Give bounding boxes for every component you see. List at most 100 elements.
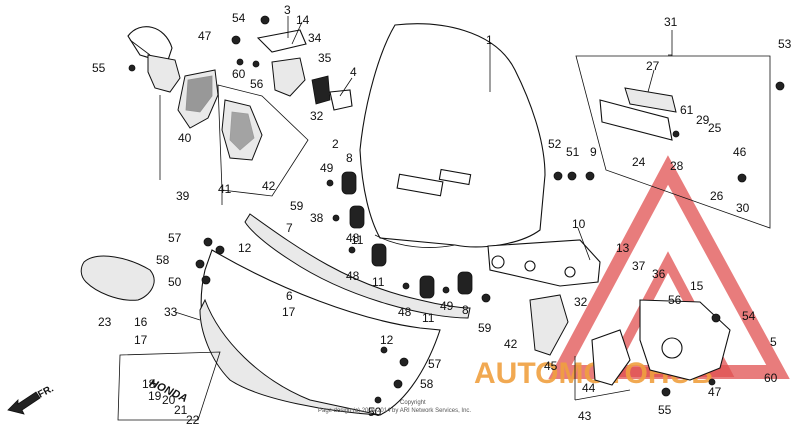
label-11b: 11	[372, 275, 385, 289]
label-27: 27	[646, 59, 660, 73]
label-50b: 50	[368, 405, 382, 419]
label-59a: 59	[290, 199, 304, 213]
label-19: 19	[148, 389, 162, 403]
label-56b: 56	[668, 293, 682, 307]
fr-label: FR.	[36, 383, 56, 400]
bracket-40[interactable]	[177, 69, 219, 129]
label-51: 51	[566, 145, 580, 159]
label-47a: 47	[198, 29, 212, 43]
decal-box: HONDA	[117, 351, 221, 421]
label-55b: 55	[658, 403, 672, 417]
label-33: 33	[164, 305, 178, 319]
label-29: 29	[696, 113, 710, 127]
fairing-6[interactable]	[199, 249, 441, 416]
copyright-line1: Copyright	[400, 400, 426, 406]
grommet-8[interactable]	[341, 171, 357, 195]
handle-27[interactable]	[599, 87, 677, 141]
label-32b: 32	[574, 295, 588, 309]
bracket-5[interactable]	[639, 299, 731, 381]
label-25: 25	[708, 121, 722, 135]
label-36: 36	[652, 267, 666, 281]
label-8: 8	[346, 151, 353, 165]
label-4: 4	[350, 65, 357, 79]
label-21: 21	[174, 403, 188, 417]
label-41: 41	[218, 182, 232, 196]
label-50a: 50	[168, 275, 182, 289]
label-54b: 54	[742, 309, 756, 323]
label-2: 2	[332, 137, 339, 151]
label-54a: 54	[232, 11, 246, 25]
label-55a: 55	[92, 61, 106, 75]
label-35: 35	[318, 51, 332, 65]
label-23: 23	[98, 315, 112, 329]
label-3: 3	[284, 3, 291, 17]
hardware-fasteners	[128, 15, 785, 404]
label-8b: 8	[462, 303, 469, 317]
label-6: 6	[286, 289, 293, 303]
label-57b: 57	[428, 357, 442, 371]
label-28: 28	[670, 159, 684, 173]
grommet-35[interactable]	[311, 75, 331, 105]
bracket-10[interactable]	[487, 239, 601, 287]
label-42b: 42	[504, 337, 518, 351]
copyright-block: Copyright Page design (c) 2004-2014 by A…	[318, 400, 471, 414]
bracket-45[interactable]	[529, 294, 569, 356]
molding-7[interactable]	[244, 213, 471, 319]
label-34: 34	[308, 31, 322, 45]
label-1: 1	[486, 33, 493, 47]
vent-23[interactable]	[80, 255, 155, 301]
label-16: 16	[134, 315, 148, 329]
label-48a: 48	[346, 231, 360, 245]
label-37: 37	[632, 259, 646, 273]
label-24: 24	[632, 155, 646, 169]
part-labels: 1 2 3 4 5 6 7 8 8 9 10 11 11 11 12 12 13…	[92, 3, 792, 427]
label-43: 43	[578, 409, 592, 423]
bracket-41[interactable]	[221, 99, 263, 161]
label-20: 20	[162, 393, 176, 407]
label-5: 5	[770, 335, 777, 349]
group-box-41	[217, 84, 309, 197]
leader-lines	[159, 16, 673, 401]
grommet-11a[interactable]	[349, 205, 365, 229]
label-22: 22	[186, 413, 200, 427]
label-31: 31	[664, 15, 678, 29]
label-44: 44	[582, 381, 596, 395]
grommet-11b[interactable]	[371, 243, 387, 267]
label-12a: 12	[238, 241, 252, 255]
mirror-assembly[interactable]	[127, 26, 181, 93]
label-39: 39	[176, 189, 190, 203]
bracket-34[interactable]	[256, 29, 307, 97]
label-14: 14	[296, 13, 310, 27]
grommet-11c[interactable]	[419, 275, 435, 299]
group-box-31	[575, 55, 771, 229]
label-17a: 17	[134, 333, 148, 347]
clip-4[interactable]	[329, 89, 353, 111]
label-46: 46	[733, 145, 747, 159]
label-15: 15	[690, 279, 704, 293]
label-45: 45	[544, 359, 558, 373]
label-60b: 60	[764, 371, 778, 385]
label-52: 52	[548, 137, 562, 151]
label-13: 13	[616, 241, 630, 255]
bracket-44[interactable]	[591, 329, 631, 386]
label-38: 38	[310, 211, 324, 225]
label-61: 61	[680, 103, 694, 117]
label-40: 40	[178, 131, 192, 145]
label-9: 9	[590, 145, 597, 159]
label-26: 26	[710, 189, 724, 203]
grommet-8b[interactable]	[457, 271, 473, 295]
label-58b: 58	[420, 377, 434, 391]
label-12b: 12	[380, 333, 394, 347]
label-7: 7	[286, 221, 293, 235]
label-48c: 48	[398, 305, 412, 319]
windscreen[interactable]	[359, 23, 546, 248]
label-59b: 59	[478, 321, 492, 335]
label-11c: 11	[422, 311, 435, 325]
label-56a: 56	[250, 77, 264, 91]
label-60a: 60	[232, 67, 246, 81]
label-10: 10	[572, 217, 586, 231]
label-58a: 58	[156, 253, 170, 267]
label-49a: 49	[320, 161, 334, 175]
label-42a: 42	[262, 179, 276, 193]
